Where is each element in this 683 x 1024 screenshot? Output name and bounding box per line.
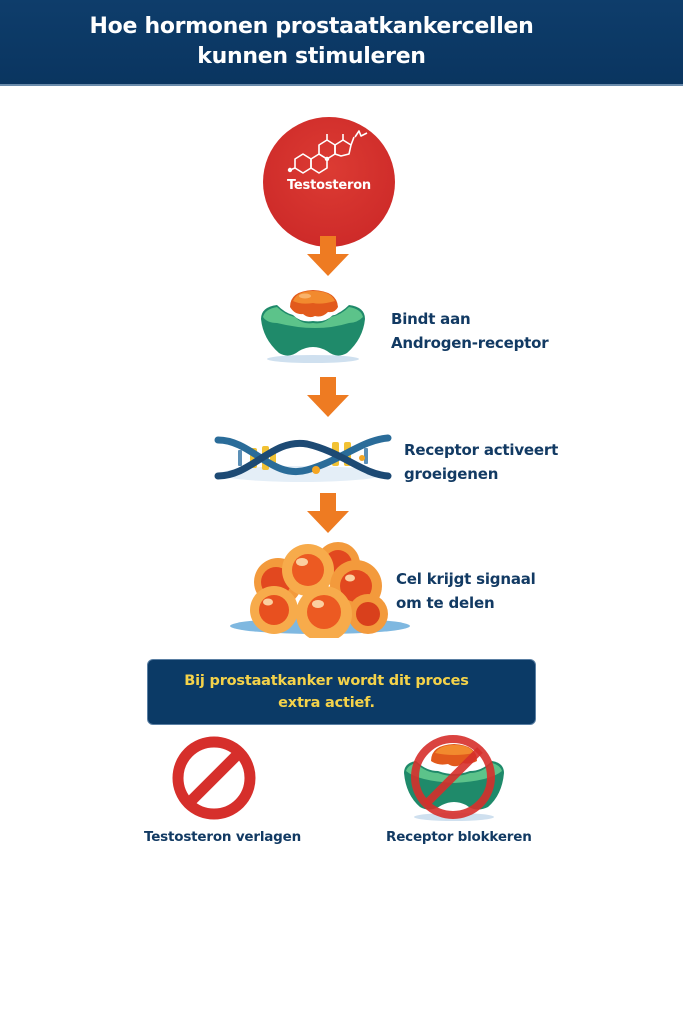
testosterone-circle — [263, 117, 395, 247]
step-activate-label: Receptor activeert groeigenen — [404, 441, 559, 483]
arrow-down-icon — [307, 377, 349, 417]
testosterone-label: Testosteron — [286, 178, 371, 193]
title-line-1: Hoe hormonen prostaatkankercellen — [89, 14, 534, 39]
cell-cluster-icon — [230, 542, 410, 638]
dna-helix-icon — [214, 434, 392, 482]
page-title: Hoe hormonen prostaatkankercellen kunnen… — [90, 12, 534, 72]
arrow-down-icon — [307, 493, 349, 533]
step-bind-label: Bindt aan Androgen-receptor — [391, 310, 549, 352]
steroid-molecule-icon — [287, 130, 368, 174]
blocked-receptor-icon — [404, 735, 504, 821]
prohibited-icon — [172, 736, 256, 820]
arrow-down-icon — [307, 236, 349, 276]
title-line-2: kunnen stimuleren — [197, 44, 426, 69]
treatment-lower-testosterone-label: Testosteron verlagen — [144, 829, 302, 845]
testosterone-node: Testosteron — [263, 117, 395, 247]
step-divide-label: Cel krijgt signaal om te delen — [396, 570, 536, 612]
highlight-banner: Bij prostaatkanker wordt dit proces extr… — [147, 659, 536, 725]
header-bar: Hoe hormonen prostaatkankercellen kunnen… — [0, 0, 683, 86]
androgen-receptor-icon — [261, 287, 365, 363]
treatment-block-receptor-label: Receptor blokkeren — [386, 829, 532, 845]
banner-text: Bij prostaatkanker wordt dit proces extr… — [184, 673, 469, 711]
